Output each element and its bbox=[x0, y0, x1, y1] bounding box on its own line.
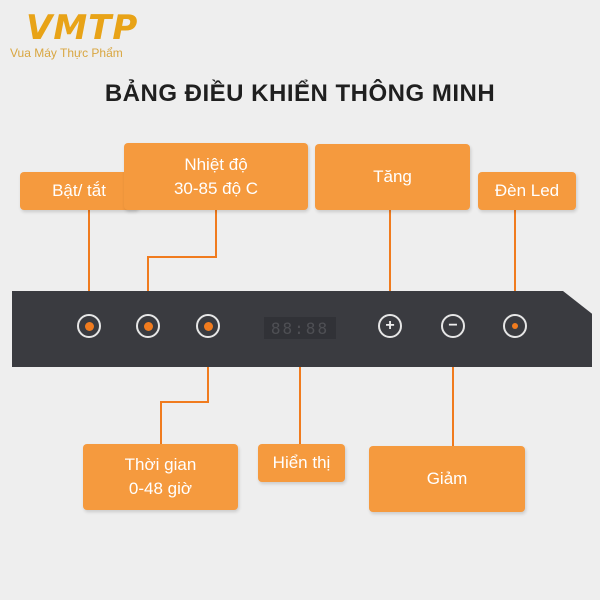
callout-power: Bật/ tắt bbox=[20, 172, 138, 210]
callout-temperature-label: Nhiệt độ bbox=[184, 154, 248, 174]
temperature-button[interactable] bbox=[136, 314, 160, 338]
clock-icon bbox=[203, 321, 213, 331]
logo-mark: VMTP bbox=[26, 8, 139, 48]
power-icon bbox=[84, 321, 94, 331]
logo-tagline: Vua Máy Thực Phẩm bbox=[10, 46, 123, 60]
callout-temperature: Nhiệt độ 30-85 độ C bbox=[124, 143, 308, 210]
callout-increase-label: Tăng bbox=[373, 167, 412, 186]
minus-icon: − bbox=[448, 317, 458, 334]
page-title: BẢNG ĐIỀU KHIỂN THÔNG MINH bbox=[104, 80, 496, 107]
digital-display: 88:88 bbox=[264, 317, 336, 339]
timer-button[interactable] bbox=[196, 314, 220, 338]
callout-timer: Thời gian 0-48 giờ bbox=[83, 444, 238, 510]
power-button[interactable] bbox=[77, 314, 101, 338]
increase-button[interactable]: + bbox=[378, 314, 402, 338]
callout-power-label: Bật/ tắt bbox=[52, 181, 106, 200]
callout-display: Hiển thị bbox=[258, 444, 345, 482]
callout-increase: Tăng bbox=[315, 144, 470, 210]
led-button[interactable] bbox=[503, 314, 527, 338]
callout-led-label: Đèn Led bbox=[494, 181, 560, 200]
plus-icon: + bbox=[385, 317, 395, 334]
callout-display-label: Hiển thị bbox=[272, 453, 331, 472]
callout-led: Đèn Led bbox=[478, 172, 576, 210]
callout-decrease-label: Giảm bbox=[426, 469, 468, 488]
callout-timer-range: 0-48 giờ bbox=[128, 479, 193, 498]
decrease-button[interactable]: − bbox=[441, 314, 465, 338]
thermometer-icon bbox=[143, 321, 153, 331]
callout-temperature-range: 30-85 độ C bbox=[173, 178, 259, 198]
lightbulb-icon bbox=[512, 323, 518, 329]
callout-decrease: Giảm bbox=[369, 446, 525, 512]
callout-timer-label: Thời gian bbox=[124, 455, 197, 474]
brand-logo: VMTP Vua Máy Thực Phẩm bbox=[8, 8, 178, 60]
